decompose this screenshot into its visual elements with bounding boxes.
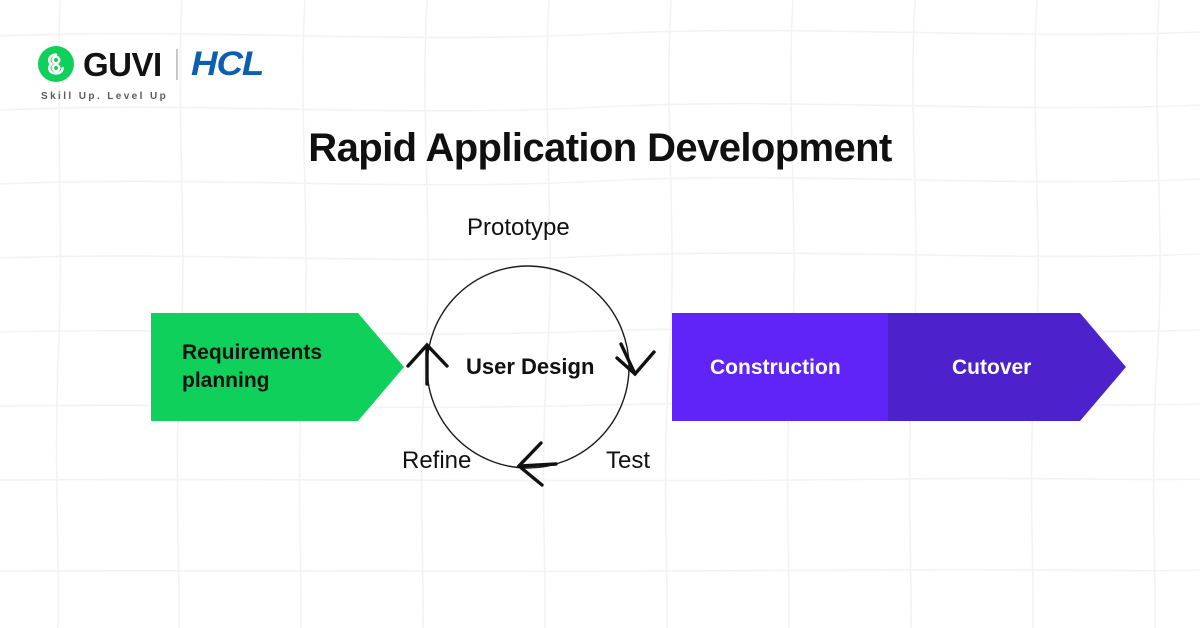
- guvi-tagline: Skill Up. Level Up: [41, 91, 169, 102]
- logo-divider: [175, 48, 178, 80]
- cycle-arrow-right-down: [615, 342, 656, 377]
- brand-logo-lockup: GUVI HCL Skill Up. Level Up: [38, 44, 264, 102]
- cycle-label-refine: Refine: [402, 447, 472, 474]
- stage-shape-requirements-planning[interactable]: [151, 313, 404, 421]
- cycle-arrow-left-up: [406, 342, 449, 386]
- guvi-logo-icon: [38, 46, 74, 82]
- cycle-label-test: Test: [606, 447, 651, 474]
- guvi-wordmark: GUVI: [83, 45, 162, 83]
- cycle-center-label-user-design: User Design: [466, 354, 595, 379]
- logo-row: GUVI HCL: [38, 44, 264, 84]
- page-title: Rapid Application Development: [308, 126, 892, 170]
- cycle-arrow-bottom-left: [516, 441, 558, 487]
- hcl-wordmark: HCL: [190, 45, 264, 83]
- stage-shape-cutover[interactable]: [888, 313, 1126, 421]
- cycle-label-prototype: Prototype: [467, 214, 570, 241]
- stage-shape-construction[interactable]: [672, 313, 934, 421]
